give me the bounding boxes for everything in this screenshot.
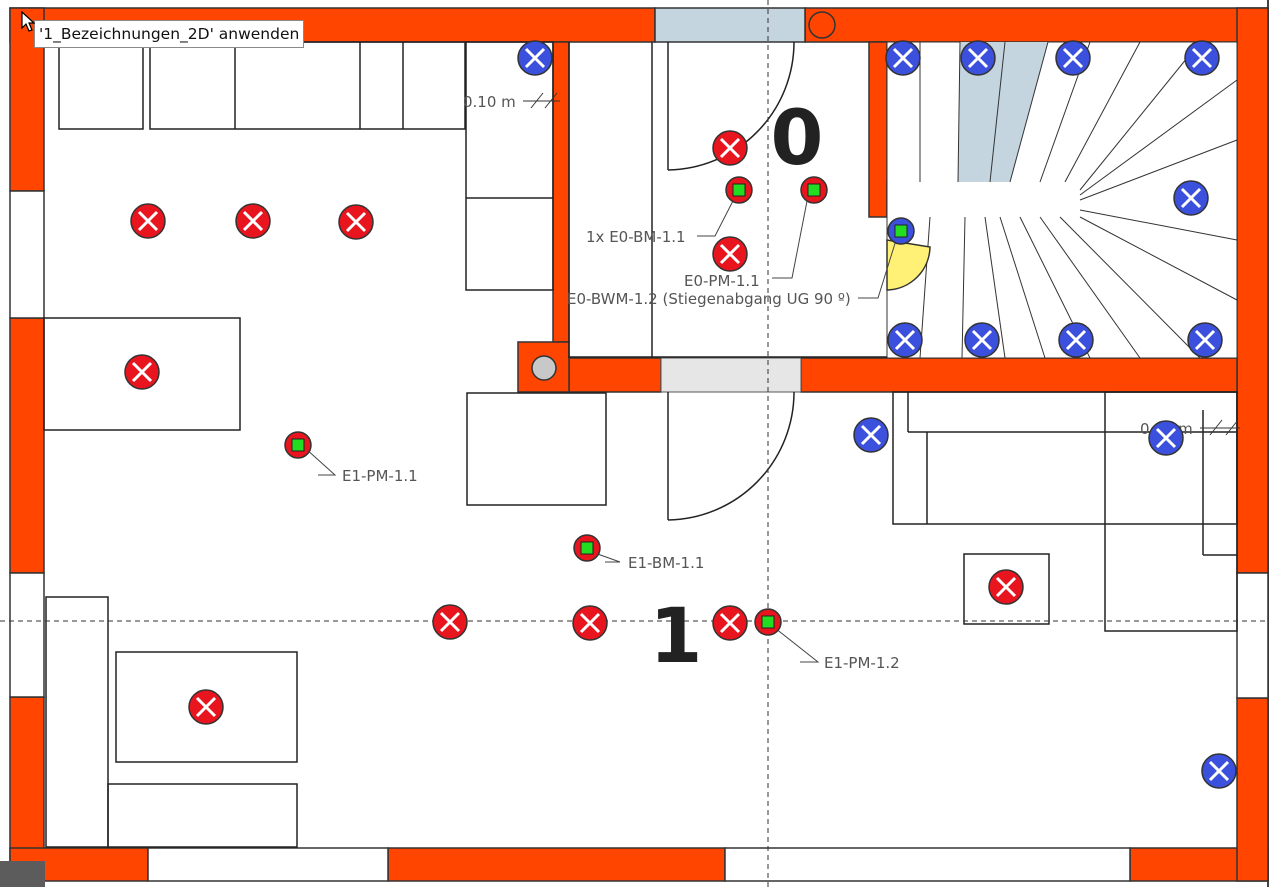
interior-door-threshold <box>660 357 802 393</box>
chimney-pipe <box>531 355 557 381</box>
sensor-e1-bm[interactable] <box>573 534 601 562</box>
door-swings <box>667 41 795 521</box>
sensor-e0-bm[interactable] <box>725 176 753 204</box>
device-label-e1-bm: E1-BM-1.1 <box>628 554 704 572</box>
light-blue-11[interactable] <box>853 417 889 453</box>
light-blue-1[interactable] <box>517 40 553 76</box>
light-red-5[interactable] <box>712 130 748 166</box>
device-label-e1-pm-2: E1-PM-1.2 <box>824 654 900 672</box>
top-wall-fitting <box>808 11 836 39</box>
sensor-e1-pm-2[interactable] <box>754 608 782 636</box>
dimension-label-top: 0.10 m <box>463 93 516 111</box>
arrow-cursor-icon <box>21 11 35 32</box>
canvas-right-margin <box>1268 0 1280 887</box>
sensor-e0-pm[interactable] <box>800 176 828 204</box>
light-blue-9[interactable] <box>1058 322 1094 358</box>
device-label-e0-bm: 1x E0-BM-1.1 <box>586 228 686 246</box>
light-blue-6[interactable] <box>1173 180 1209 216</box>
light-blue-12[interactable] <box>1148 420 1184 456</box>
floor-label-1: 1 <box>650 591 703 680</box>
light-blue-4[interactable] <box>1055 40 1091 76</box>
floor-label-0: 0 <box>771 93 824 182</box>
light-blue-7[interactable] <box>887 322 923 358</box>
furniture <box>43 41 1238 848</box>
light-blue-13[interactable] <box>1201 753 1237 789</box>
light-red-4[interactable] <box>124 354 160 390</box>
command-tooltip: '1_Bezeichnungen_2D' anwenden <box>34 20 305 48</box>
light-red-1[interactable] <box>130 203 166 239</box>
light-blue-10[interactable] <box>1187 322 1223 358</box>
device-label-e1-pm-1: E1-PM-1.1 <box>342 467 418 485</box>
light-red-11[interactable] <box>188 689 224 725</box>
light-red-10[interactable] <box>988 569 1024 605</box>
top-window-glass <box>654 7 806 43</box>
light-red-9[interactable] <box>712 605 748 641</box>
device-label-e0-bwm: E0-BWM-1.2 (Stiegenabgang UG 90 º) <box>567 290 851 308</box>
device-label-e0-pm: E0-PM-1.1 <box>684 272 760 290</box>
light-blue-5[interactable] <box>1184 40 1220 76</box>
stair-door-swing <box>886 239 931 291</box>
light-red-2[interactable] <box>235 203 271 239</box>
light-blue-2[interactable] <box>885 40 921 76</box>
label-leaders <box>304 195 898 663</box>
sensor-e1-pm-1[interactable] <box>284 431 312 459</box>
wall-openings <box>9 190 1269 882</box>
dimension-marker-top: 0.10 m <box>463 92 560 111</box>
light-red-6[interactable] <box>712 236 748 272</box>
light-blue-3[interactable] <box>960 40 996 76</box>
light-red-7[interactable] <box>432 604 468 640</box>
light-red-3[interactable] <box>338 204 374 240</box>
light-red-8[interactable] <box>572 605 608 641</box>
sensor-e0-bwm[interactable] <box>887 217 915 245</box>
panel-corner-tab[interactable] <box>0 861 45 887</box>
light-blue-8[interactable] <box>964 322 1000 358</box>
